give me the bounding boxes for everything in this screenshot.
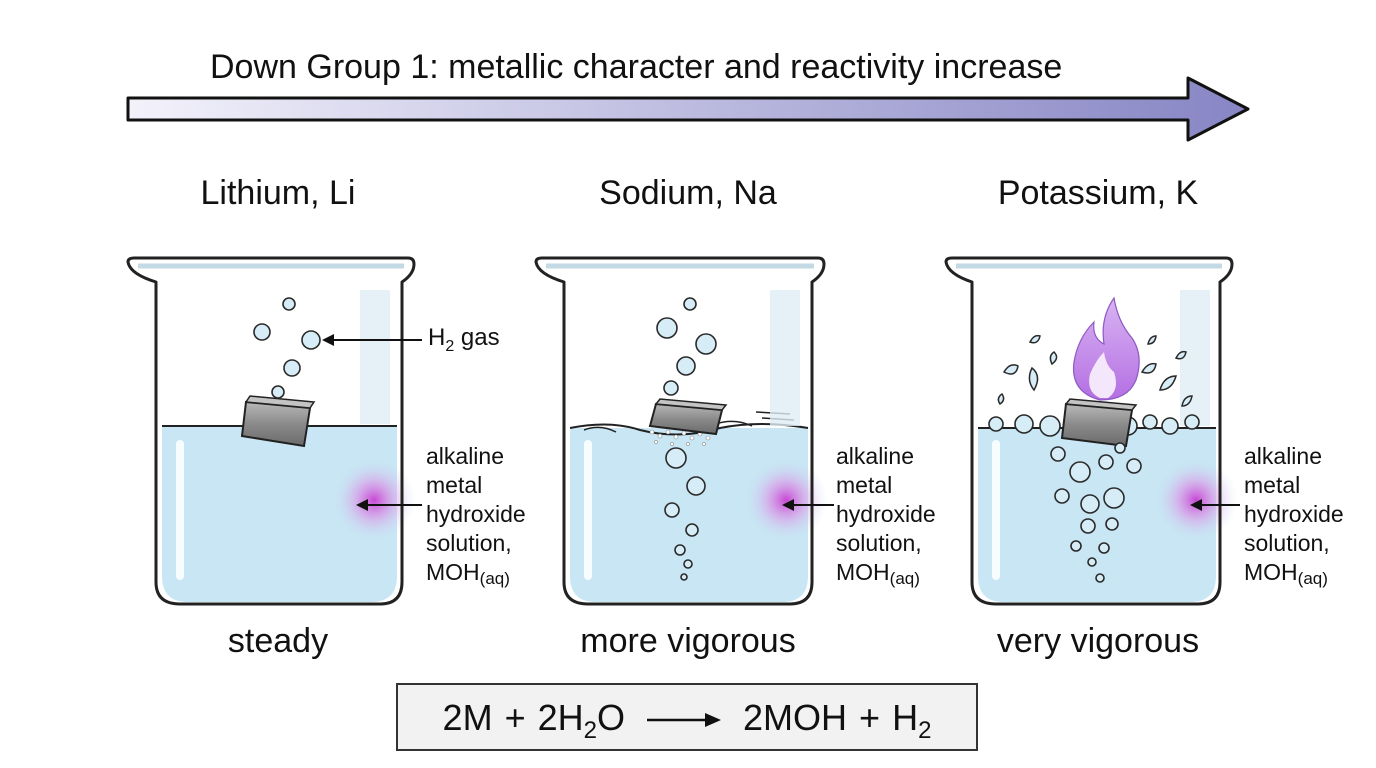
beaker-potassium	[944, 256, 1240, 606]
metal-title-sodium: Sodium, Na	[599, 174, 777, 212]
reaction-arrow-icon	[647, 713, 722, 728]
metal-title-lithium: Lithium, Li	[200, 174, 356, 212]
solution-label-lithium: alkaline metal hydroxide solution, MOH(a…	[426, 443, 526, 588]
equation-box: 2M+2H2O 2MOH+H2	[396, 683, 978, 751]
trend-arrow	[126, 76, 1250, 142]
rate-label-lithium: steady	[227, 622, 329, 660]
splash-droplets	[997, 334, 1193, 407]
metal-piece-potassium	[1060, 398, 1138, 448]
glow-potassium	[1154, 458, 1238, 542]
metal-title-potassium: Potassium, K	[997, 174, 1199, 212]
fizz-sodium	[649, 429, 711, 446]
trend-banner-text: Down Group 1: metallic character and rea…	[210, 48, 1063, 86]
solution-label-potassium: alkaline metal hydroxide solution, MOH(a…	[1244, 443, 1344, 588]
rate-label-sodium: more vigorous	[580, 622, 796, 660]
hydrogen-gas-label: H2 gas	[428, 324, 500, 355]
solution-label-sodium: alkaline metal hydroxide solution, MOH(a…	[836, 443, 936, 588]
water-sodium	[570, 428, 808, 602]
bubbles-potassium	[1050, 442, 1142, 583]
rate-label-potassium: very vigorous	[996, 622, 1200, 660]
beaker-sodium	[534, 256, 834, 606]
metal-piece-lithium	[240, 395, 316, 448]
glow-lithium	[332, 458, 416, 542]
water-lithium	[162, 426, 397, 602]
metal-piece-sodium	[648, 398, 728, 436]
bubbles-sodium	[656, 297, 717, 581]
water-potassium	[978, 428, 1216, 602]
bubbles-lithium	[253, 297, 321, 399]
reaction-equation: 2M+2H2O 2MOH+H2	[442, 697, 932, 744]
beaker-lithium	[126, 256, 422, 606]
glow-sodium	[744, 458, 828, 542]
